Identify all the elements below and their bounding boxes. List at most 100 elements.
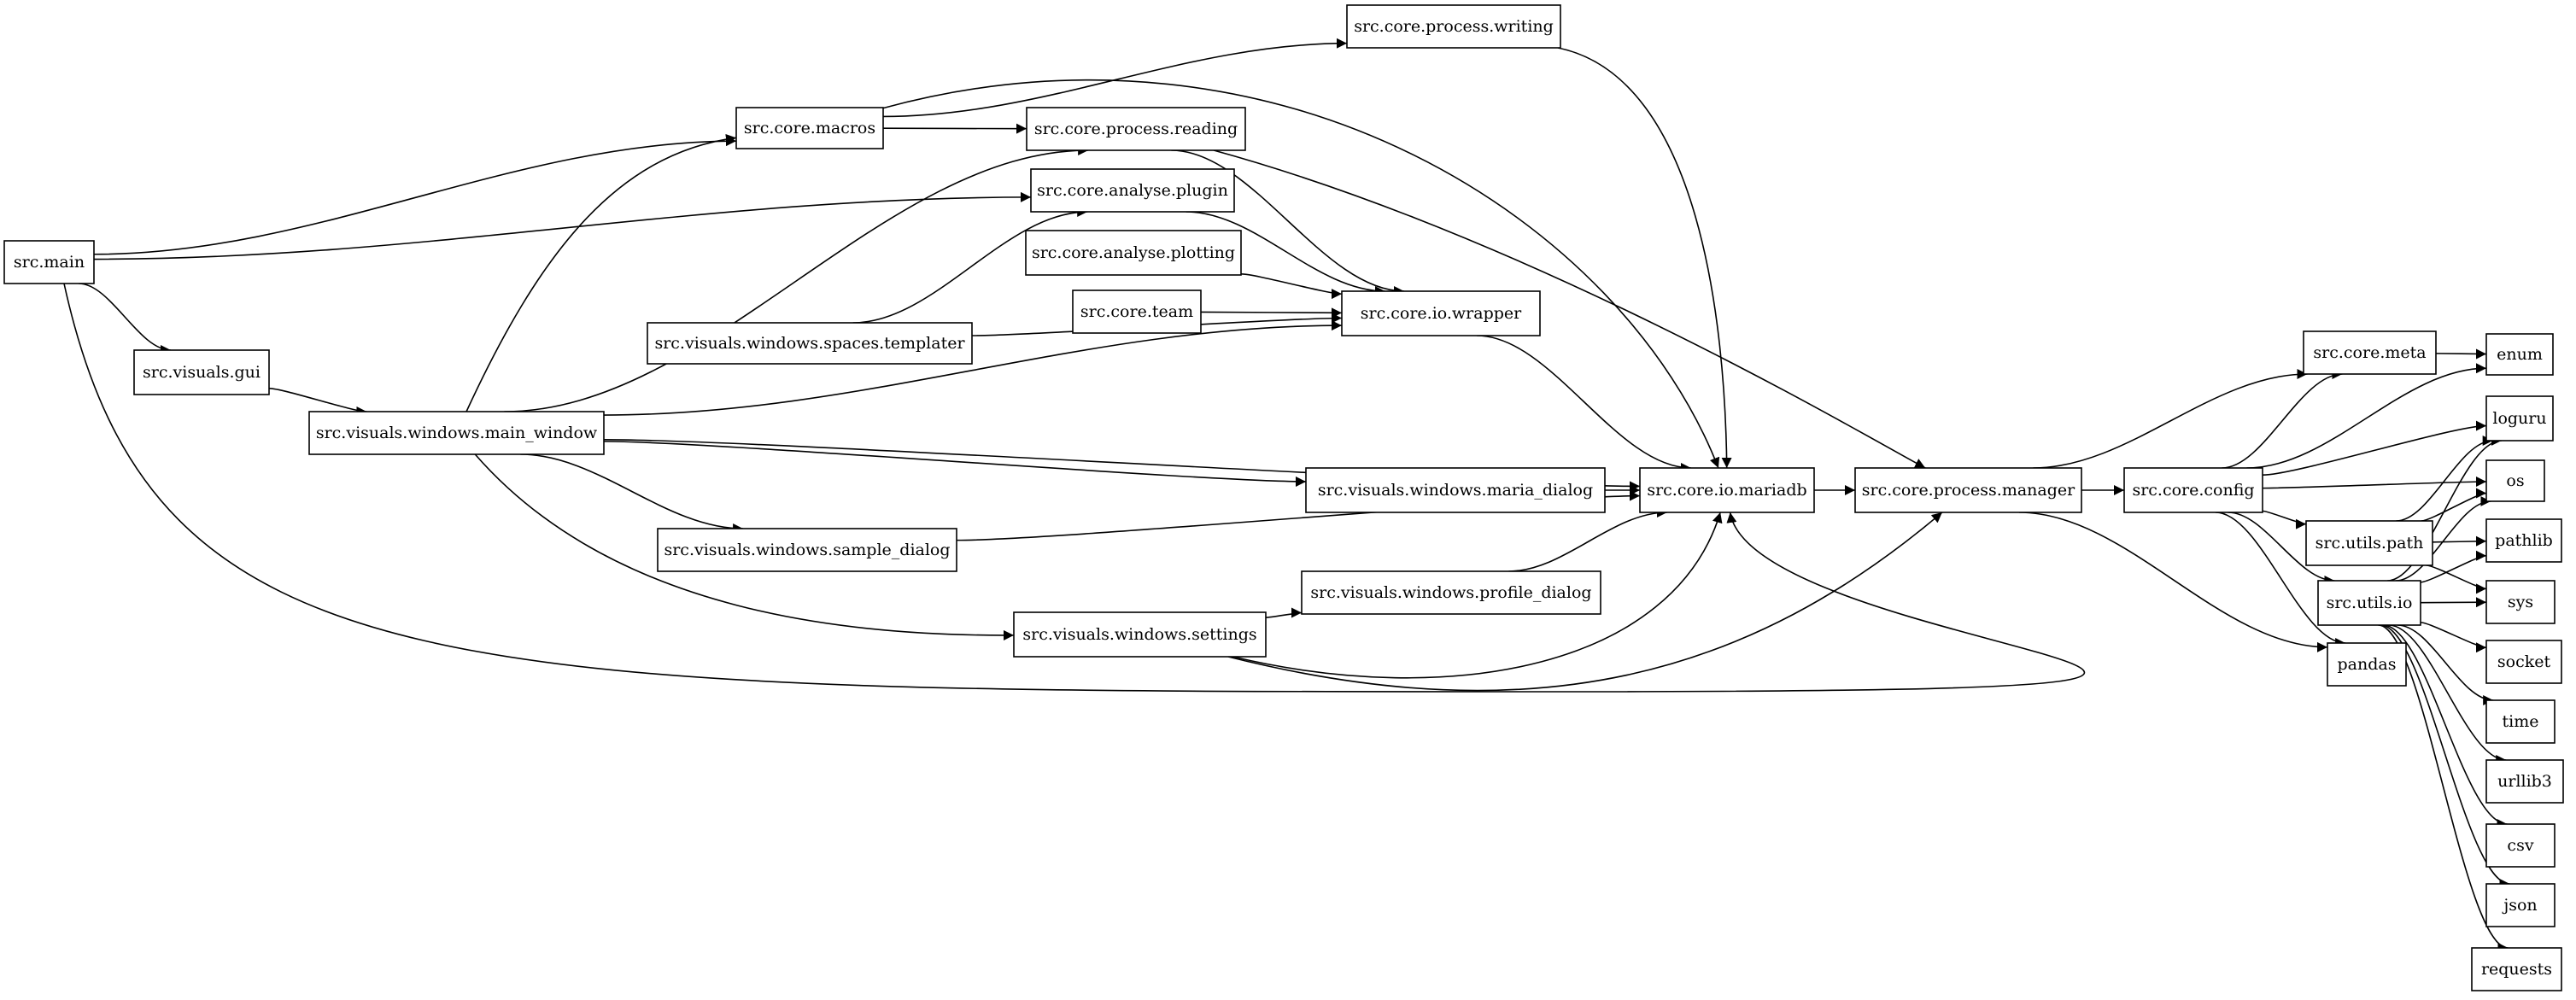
node-box [2305, 520, 2433, 566]
node-pathlib: pathlib [2485, 518, 2562, 563]
node-box [1030, 168, 1235, 213]
node-layer: src.main src.visuals.gui src.core.macros sr… [3, 4, 2564, 991]
edge-profile_dialog-to-mariadb [1508, 507, 1668, 572]
edge-config-to-loguru [2262, 420, 2487, 476]
node-label: os [2506, 471, 2524, 490]
node-label: src.core.macros [744, 119, 875, 137]
node-io: src.utils.io [2317, 580, 2421, 626]
node-box [308, 411, 605, 455]
node-sys: sys [2485, 580, 2556, 624]
node-label: src.core.process.writing [1354, 17, 1554, 36]
edge-config-to-pandas [2215, 512, 2346, 648]
node-box [3, 240, 95, 284]
node-plotting: src.core.analyse.plotting [1025, 230, 1242, 276]
node-box [2485, 640, 2562, 684]
node-mariadb: src.core.io.mariadb [1639, 467, 1815, 513]
edge-main_window-to-wrapper [603, 320, 1343, 416]
edge-main_window-to-macros [465, 133, 737, 412]
node-box [2485, 459, 2545, 502]
node-label: src.core.io.mariadb [1647, 481, 1806, 500]
node-box [2485, 333, 2554, 376]
node-profile-dialog: src.visuals.windows.profile_dialog [1301, 570, 1601, 615]
edge-io-to-socket [2420, 622, 2487, 653]
edge-main-to-plugin [93, 191, 1032, 260]
node-sample-dialog: src.visuals.windows.sample_dialog [657, 528, 957, 572]
node-box [1305, 467, 1606, 513]
edge-config-to-os [2262, 476, 2487, 489]
edge-config-to-path [2262, 510, 2307, 529]
node-box [1301, 570, 1601, 615]
edge-io-to-json [2380, 624, 2510, 889]
node-manager: src.core.process.manager [1854, 467, 2082, 513]
node-requests: requests [2471, 947, 2562, 991]
edge-path-to-pathlib [2432, 535, 2487, 547]
edge-io-to-time [2397, 624, 2494, 705]
node-label: sys [2508, 593, 2533, 611]
node-box [2485, 518, 2562, 563]
node-box [2303, 330, 2437, 375]
node-json: json [2485, 883, 2556, 927]
node-box [1854, 467, 2082, 513]
node-label: src.visuals.windows.settings [1022, 625, 1256, 644]
edge-reading-to-wrapper [1171, 149, 1405, 296]
node-path: src.utils.path [2305, 520, 2433, 566]
node-box [657, 528, 957, 572]
node-label: src.visuals.windows.sample_dialog [664, 541, 950, 559]
node-reading: src.core.process.reading [1026, 107, 1246, 151]
node-label: src.core.team [1080, 302, 1193, 321]
edge-io-to-requests [2378, 624, 2509, 953]
node-templater: src.visuals.windows.spaces.templater [647, 322, 973, 365]
edge-path-to-os [2421, 488, 2487, 522]
node-box [2485, 823, 2556, 868]
node-label: loguru [2492, 409, 2546, 428]
node-label: src.core.analyse.plotting [1032, 243, 1235, 262]
node-label: src.core.process.reading [1034, 120, 1238, 138]
node-label: pandas [2338, 655, 2397, 674]
edge-main-to-mariadb [63, 283, 2086, 693]
edge-reading-to-manager [1213, 149, 1926, 469]
node-time: time [2485, 699, 2556, 744]
node-box [1025, 230, 1242, 276]
node-box [647, 322, 973, 365]
node-loguru: loguru [2485, 395, 2554, 442]
edge-manager-to-meta [2033, 369, 2308, 469]
node-box [2485, 883, 2556, 927]
node-label: src.visuals.windows.profile_dialog [1310, 583, 1591, 602]
node-label: json [2502, 896, 2537, 915]
node-box [735, 107, 884, 149]
edge-settings-to-manager [1227, 512, 1943, 692]
node-label: src.visuals.windows.main_window [316, 424, 598, 442]
node-label: src.core.config [2132, 481, 2254, 500]
edge-plotting-to-wrapper [1240, 273, 1343, 300]
node-box [2485, 580, 2556, 624]
edge-io-to-os [2396, 496, 2491, 582]
node-main-window: src.visuals.windows.main_window [308, 411, 605, 455]
edge-io-to-loguru [2387, 436, 2502, 582]
node-label: src.core.io.wrapper [1361, 304, 1522, 323]
node-urllib3: urllib3 [2485, 759, 2564, 804]
node-label: requests [2481, 960, 2552, 979]
node-plugin: src.core.analyse.plugin [1030, 168, 1235, 213]
node-label: enum [2497, 345, 2543, 364]
node-meta: src.core.meta [2303, 330, 2437, 375]
edge-templater-to-plugin [852, 207, 1088, 324]
node-box [2485, 759, 2564, 804]
node-box [2317, 580, 2421, 626]
edge-manager-to-pandas [2018, 512, 2328, 652]
edge-team-to-wrapper [1200, 307, 1343, 319]
node-settings: src.visuals.windows.settings [1013, 611, 1267, 658]
node-macros: src.core.macros [735, 107, 884, 149]
edge-config-to-meta [2222, 369, 2343, 469]
edge-main-to-macros [93, 136, 737, 255]
edge-path-to-loguru [2396, 436, 2493, 522]
node-gui: src.visuals.gui [133, 349, 270, 395]
node-main: src.main [3, 240, 95, 284]
node-label: src.core.analyse.plugin [1037, 181, 1228, 200]
edge-io-to-pathlib [2420, 550, 2487, 583]
node-maria-dialog: src.visuals.windows.maria_dialog [1305, 467, 1606, 513]
node-box [2471, 947, 2562, 991]
node-box [1026, 107, 1246, 151]
edge-main_window-to-settings [474, 453, 1015, 640]
node-box [1639, 467, 1815, 513]
